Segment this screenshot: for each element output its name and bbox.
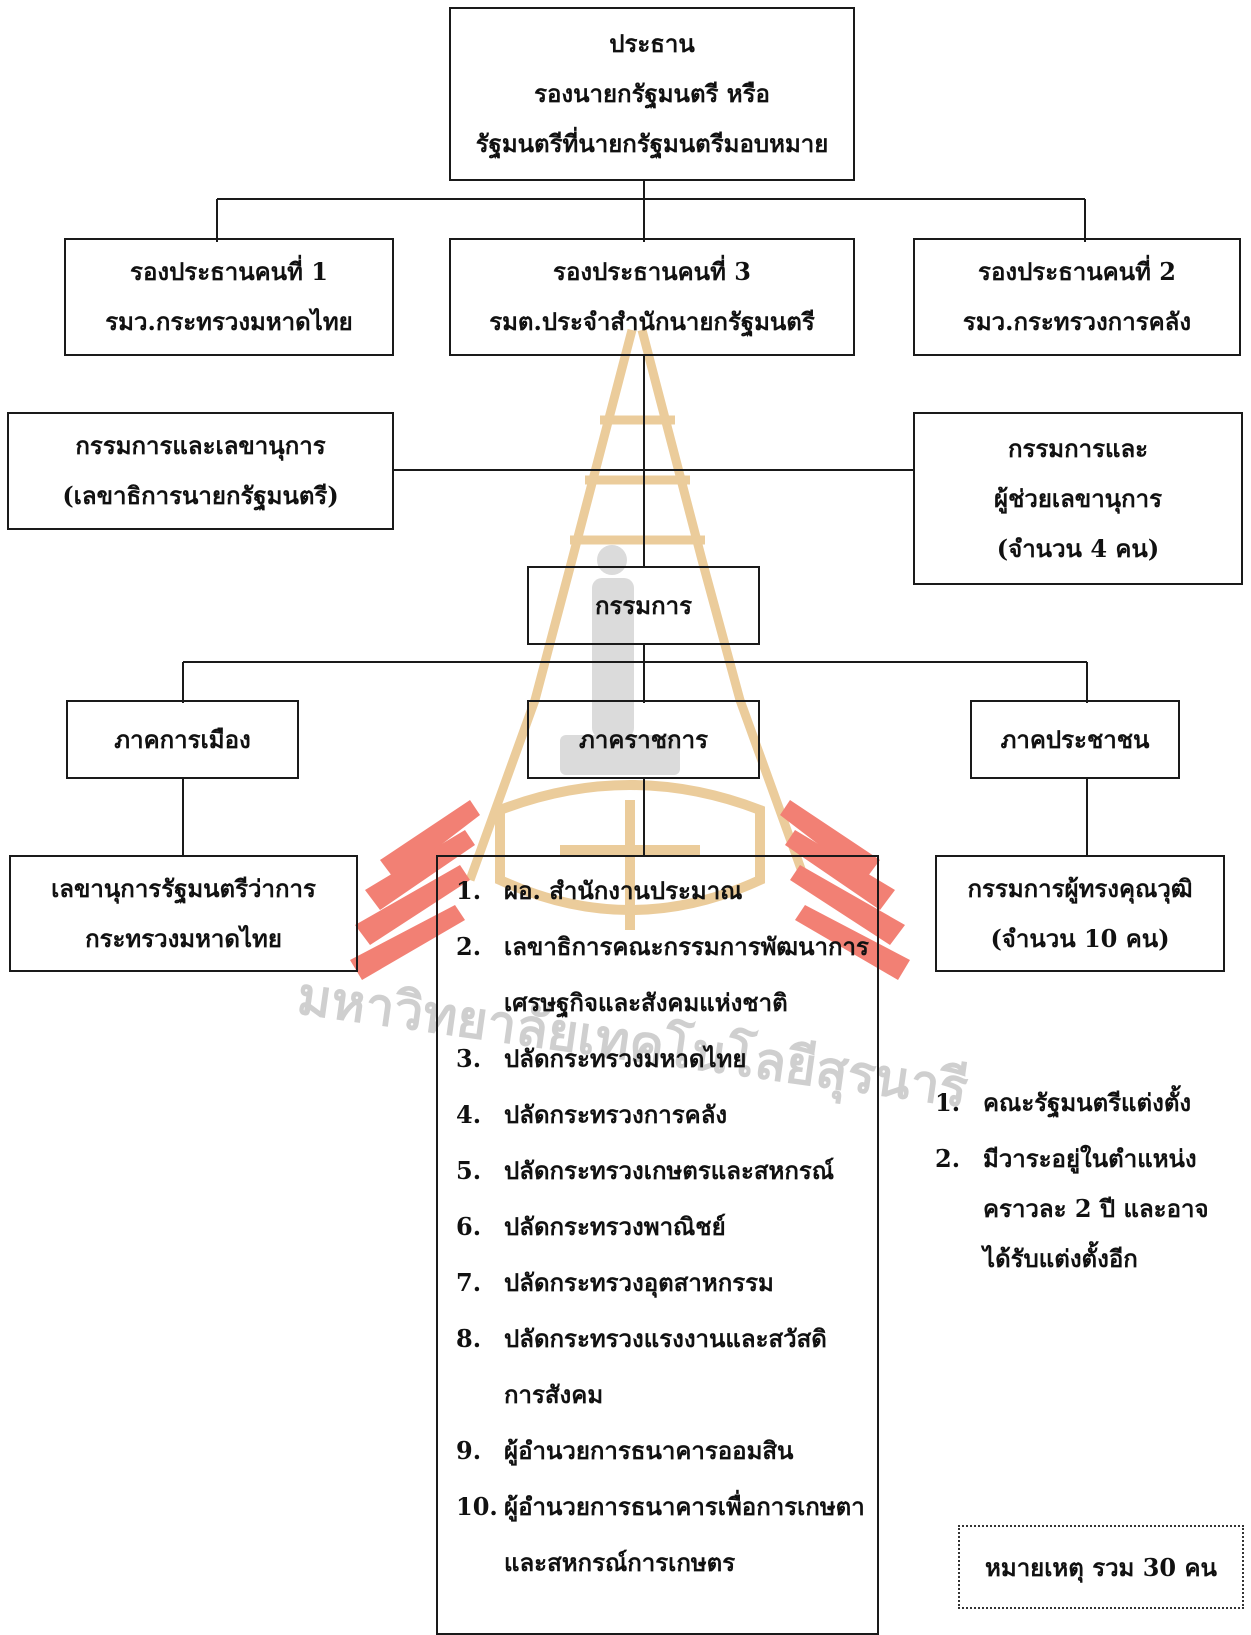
list-item-continuation: การสังคม <box>504 1380 604 1409</box>
vice-chair-2-box: รองประธานคนที่ 2 รมว.กระทรวงการคลัง <box>913 238 1241 356</box>
committee-label: กรรมการ <box>594 590 693 620</box>
list-item: 3. ปลัดกระทรวงมหาดไทย <box>456 1031 869 1087</box>
chairman-title: ประธาน <box>609 29 695 58</box>
list-item: 5. ปลัดกระทรวงเกษตรและสหกรณ์ <box>456 1143 869 1199</box>
list-item: 6. ปลัดกระทรวงพาณิชย์ <box>456 1199 869 1255</box>
sector-political-label: ภาคการเมือง <box>114 724 251 754</box>
list-item-text: ปลัดกระทรวงเกษตรและสหกรณ์ <box>504 1156 834 1185</box>
remark-text: หมายเหตุ รวม 30 คน <box>985 1552 1217 1582</box>
list-item: 2. มีวาระอยู่ในตำแหน่ง <box>935 1134 1209 1184</box>
list-item-text: ผู้อำนวยการธนาคารออมสิน <box>504 1436 794 1465</box>
secretary-title: กรรมการและเลขานุการ <box>75 431 326 460</box>
chairman-line-3: รัฐมนตรีที่นายกรัฐมนตรีมอบหมาย <box>475 129 829 158</box>
list-item-text: ผู้อำนวยการธนาคารเพื่อการเกษตา <box>504 1492 865 1521</box>
list-item-number: 9. <box>456 1436 482 1465</box>
sector-political-box: ภาคการเมือง <box>66 700 299 779</box>
political-member-box: เลขานุการรัฐมนตรีว่าการ กระทรวงมหาดไทย <box>9 855 358 972</box>
vice-chair-1-position: รมว.กระทรวงมหาดไทย <box>105 307 353 336</box>
vice-chair-3-box: รองประธานคนที่ 3 รมต.ประจำสำนักนายกรัฐมน… <box>449 238 855 356</box>
list-item-text: ปลัดกระทรวงพาณิชย์ <box>504 1212 726 1241</box>
list-item-text: คณะรัฐมนตรีแต่งตั้ง <box>983 1088 1192 1117</box>
civil-service-members-list: 1. ผอ. สำนักงานประมาณ 2. เลขาธิการคณะกรร… <box>456 863 869 1591</box>
chairman-box: ประธาน รองนายกรัฐมนตรี หรือ รัฐมนตรีที่น… <box>449 7 855 181</box>
vice-chair-1-box: รองประธานคนที่ 1 รมว.กระทรวงมหาดไทย <box>64 238 394 356</box>
remark-box: หมายเหตุ รวม 30 คน <box>958 1525 1244 1609</box>
political-member-line-2: กระทรวงมหาดไทย <box>85 923 282 953</box>
list-item-number: 1. <box>935 1088 961 1117</box>
list-item-text: ปลัดกระทรวงการคลัง <box>504 1100 728 1129</box>
list-item-continuation: คราวละ 2 ปี และอาจ <box>983 1194 1209 1223</box>
list-item-number: 1. <box>456 876 482 905</box>
assistant-secretary-role: ผู้ช่วยเลขานุการ <box>994 483 1162 513</box>
list-item-number: 5. <box>456 1156 482 1185</box>
list-item-continuation: เศรษฐกิจและสังคมแห่งชาติ <box>504 988 788 1017</box>
assistant-secretary-title: กรรมการและ <box>1007 433 1149 463</box>
list-item-number: 3. <box>456 1044 482 1073</box>
sector-public-label: ภาคประชาชน <box>1000 724 1150 754</box>
list-item-text: มีวาระอยู่ในตำแหน่ง <box>983 1144 1197 1173</box>
vice-chair-1-title: รองประธานคนที่ 1 <box>130 257 328 286</box>
list-item-text: เลขาธิการคณะกรรมการพัฒนาการ <box>504 932 869 961</box>
list-item-number: 7. <box>456 1268 482 1297</box>
list-item-number: 6. <box>456 1212 482 1241</box>
list-item: 2. เลขาธิการคณะกรรมการพัฒนาการ <box>456 919 869 975</box>
committee-box: กรรมการ <box>527 566 760 645</box>
list-item: 7. ปลัดกระทรวงอุตสาหกรรม <box>456 1255 869 1311</box>
list-item: 4. ปลัดกระทรวงการคลัง <box>456 1087 869 1143</box>
list-item-number: 2. <box>935 1144 961 1173</box>
list-item-continuation: และสหกรณ์การเกษตร <box>504 1548 736 1577</box>
list-item-continuation: ได้รับแต่งตั้งอีก <box>983 1244 1138 1273</box>
chairman-line-2: รองนายกรัฐมนตรี หรือ <box>534 79 770 108</box>
assistant-secretary-box: กรรมการและ ผู้ช่วยเลขานุการ (จำนวน 4 คน) <box>913 412 1243 585</box>
list-item-number: 8. <box>456 1324 482 1353</box>
list-item-text: ปลัดกระทรวงมหาดไทย <box>504 1044 747 1073</box>
sector-civil-service-box: ภาคราชการ <box>527 700 760 779</box>
sector-civil-service-label: ภาคราชการ <box>579 724 708 754</box>
vice-chair-2-title: รองประธานคนที่ 2 <box>978 257 1176 286</box>
vice-chair-3-title: รองประธานคนที่ 3 <box>553 257 751 286</box>
list-item: 1. คณะรัฐมนตรีแต่งตั้ง <box>935 1078 1209 1128</box>
list-item-text: ปลัดกระทรวงแรงงานและสวัสดิ <box>504 1324 827 1353</box>
list-item-text: ปลัดกระทรวงอุตสาหกรรม <box>504 1268 774 1297</box>
list-item-number: 10. <box>456 1492 498 1521</box>
list-item-number: 2. <box>456 932 482 961</box>
list-item: 1. ผอ. สำนักงานประมาณ <box>456 863 869 919</box>
political-member-line-1: เลขานุการรัฐมนตรีว่าการ <box>51 873 316 903</box>
vice-chair-3-position: รมต.ประจำสำนักนายกรัฐมนตรี <box>489 307 815 336</box>
secretary-position: (เลขาธิการนายกรัฐมนตรี) <box>62 481 339 510</box>
sector-public-box: ภาคประชาชน <box>970 700 1180 779</box>
assistant-secretary-count: (จำนวน 4 คน) <box>996 533 1160 563</box>
list-item: 10. ผู้อำนวยการธนาคารเพื่อการเกษตา <box>456 1479 869 1535</box>
list-item-number: 4. <box>456 1100 482 1129</box>
secretary-box: กรรมการและเลขานุการ (เลขาธิการนายกรัฐมนต… <box>7 412 394 530</box>
list-item-text: ผอ. สำนักงานประมาณ <box>504 876 743 905</box>
public-member-title: กรรมการผู้ทรงคุณวุฒิ <box>967 873 1193 903</box>
list-item: 8. ปลัดกระทรวงแรงงานและสวัสดิ <box>456 1311 869 1367</box>
vice-chair-2-position: รมว.กระทรวงการคลัง <box>962 307 1192 336</box>
public-notes-list: 1. คณะรัฐมนตรีแต่งตั้ง 2. มีวาระอยู่ในตำ… <box>935 1078 1209 1284</box>
list-item: 9. ผู้อำนวยการธนาคารออมสิน <box>456 1423 869 1479</box>
public-member-box: กรรมการผู้ทรงคุณวุฒิ (จำนวน 10 คน) <box>935 855 1225 972</box>
public-member-count: (จำนวน 10 คน) <box>990 923 1170 953</box>
